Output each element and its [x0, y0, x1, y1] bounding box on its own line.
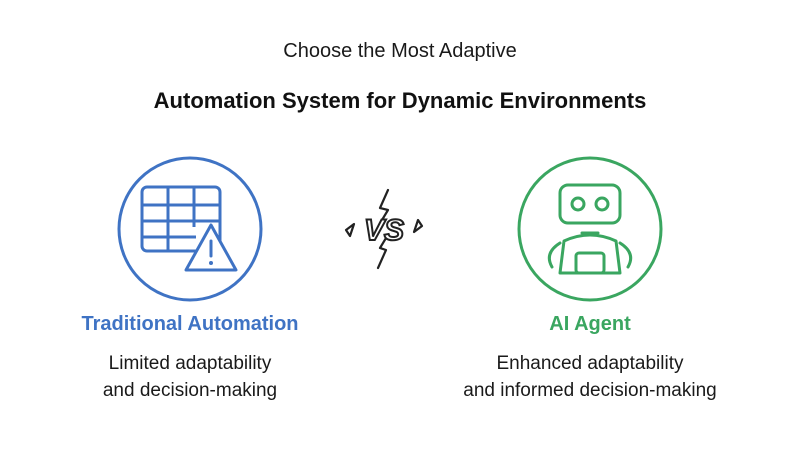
option-label-traditional: Traditional Automation [81, 313, 299, 335]
option-ai-agent: AI Agent Enhanced adaptability and infor… [420, 155, 760, 404]
description-line: and decision-making [102, 380, 278, 401]
option-traditional-automation: Traditional Automation Limited adaptabil… [20, 155, 360, 404]
description-line: Limited adaptability [108, 353, 272, 374]
option-label-ai-agent: AI Agent [549, 313, 631, 335]
description-line: and informed decision-making [463, 380, 717, 401]
option-description-traditional: Limited adaptability and decision-making [20, 350, 360, 404]
diagram-title: Automation System for Dynamic Environmen… [153, 88, 647, 113]
versus-marker: VS [342, 186, 426, 270]
lightning-vs-icon: VS [344, 188, 424, 270]
description-line: Enhanced adaptability [496, 353, 684, 374]
option-description-ai-agent: Enhanced adaptability and informed decis… [420, 350, 760, 404]
diagram-subtitle: Choose the Most Adaptive [283, 40, 517, 62]
spreadsheet-warning-icon [117, 156, 263, 302]
versus-label: VS [364, 214, 404, 247]
robot-icon [517, 156, 663, 302]
